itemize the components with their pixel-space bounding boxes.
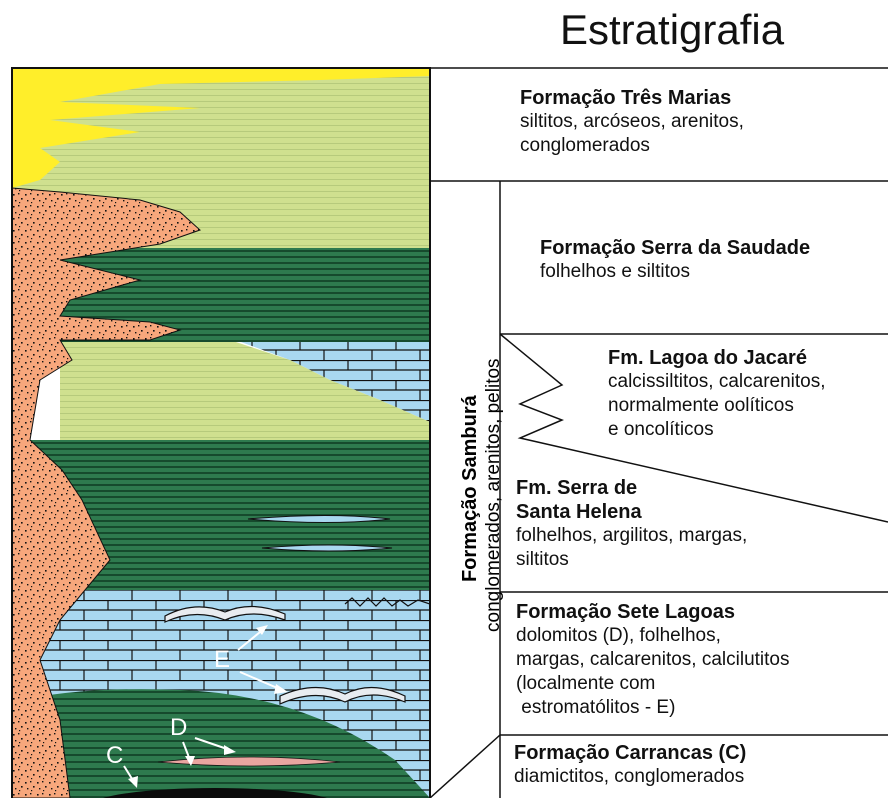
unit-serra-de-santa-helena: Fm. Serra de Santa Helena folhelhos, arg…	[516, 476, 747, 572]
karst-top	[344, 597, 430, 607]
unit-carrancas: Formação Carrancas (C) diamictitos, cong…	[514, 741, 746, 789]
carrancas-black-base	[103, 788, 327, 798]
unit-desc-line: diamictitos, conglomerados	[514, 766, 745, 787]
unit-lagoa-do-jacare: Fm. Lagoa do Jacaré calcissiltitos, calc…	[608, 346, 826, 442]
unit-serra-da-saudade: Formação Serra da Saudade folhelhos e si…	[540, 236, 810, 284]
serra-saudade-siltstone	[60, 340, 430, 440]
page-title: Estratigrafia	[560, 6, 785, 53]
unit-desc-line: (localmente com	[516, 673, 656, 694]
unit-desc-line: estromatólitos - E)	[516, 697, 676, 718]
arrow-e-down-head	[274, 684, 288, 694]
unit-name: Fm. Lagoa do Jacaré	[608, 347, 807, 369]
marker-c: C	[106, 742, 124, 769]
unit-desc-line: conglomerados	[520, 135, 650, 156]
unit-name: Fm. Serra de Santa Helena	[516, 477, 642, 523]
unit-name: Formação Serra da Saudade	[540, 237, 811, 259]
arrow-d-2-head	[224, 745, 236, 755]
unit-desc-line: margas, calcarenitos, calcilutitos	[516, 649, 790, 670]
unit-name: Formação Carrancas (C)	[514, 742, 747, 764]
group-name: Formação Samburá	[459, 395, 481, 582]
arrow-e-down	[239, 671, 283, 691]
unit-tres-marias: Formação Três Marias siltitos, arcóseos,…	[520, 86, 744, 158]
carrancas-tillite-dome	[12, 689, 430, 798]
unit-sete-lagoas: Formação Sete Lagoas dolomitos (D), folh…	[516, 600, 790, 720]
stratigraphic-column	[12, 68, 430, 798]
arrow-e-up-head	[256, 625, 268, 635]
column-border	[11, 67, 431, 798]
samburá-conglomerate-wedge	[12, 187, 201, 798]
description-panel-lines	[429, 67, 888, 798]
arrow-c-head	[128, 776, 138, 788]
lens-upper-1	[247, 515, 391, 523]
marker-e: E	[214, 646, 231, 673]
unit-desc-line: siltitos	[516, 549, 569, 570]
unit-name: Formação Sete Lagoas	[516, 601, 735, 623]
unit-desc-line: folhelhos e siltitos	[540, 261, 690, 282]
unit-desc-line: calcissiltitos, calcarenitos,	[608, 371, 826, 392]
unit-desc-line: e oncolíticos	[608, 419, 714, 440]
unit-desc-line: dolomitos (D), folhelhos,	[516, 625, 721, 646]
dolomite-lens	[157, 756, 341, 767]
unit-desc-line: normalmente oolíticos	[608, 395, 794, 416]
lens-upper-2	[261, 544, 393, 552]
tres-marias-yellow-sandstone	[12, 68, 430, 188]
unit-name: Formação Três Marias	[520, 87, 732, 109]
unit-desc-line: siltitos, arcóseos, arenitos,	[520, 111, 744, 132]
unit-desc-line: folhelhos, argilitos, margas,	[516, 525, 748, 546]
stromatolite-2	[279, 686, 406, 705]
arrow-d-1-head	[185, 756, 195, 766]
group-lithology: conglomerados, arenitos, pelitos	[483, 358, 504, 632]
marker-d: D	[170, 714, 188, 741]
stromatolite-1	[164, 605, 286, 623]
